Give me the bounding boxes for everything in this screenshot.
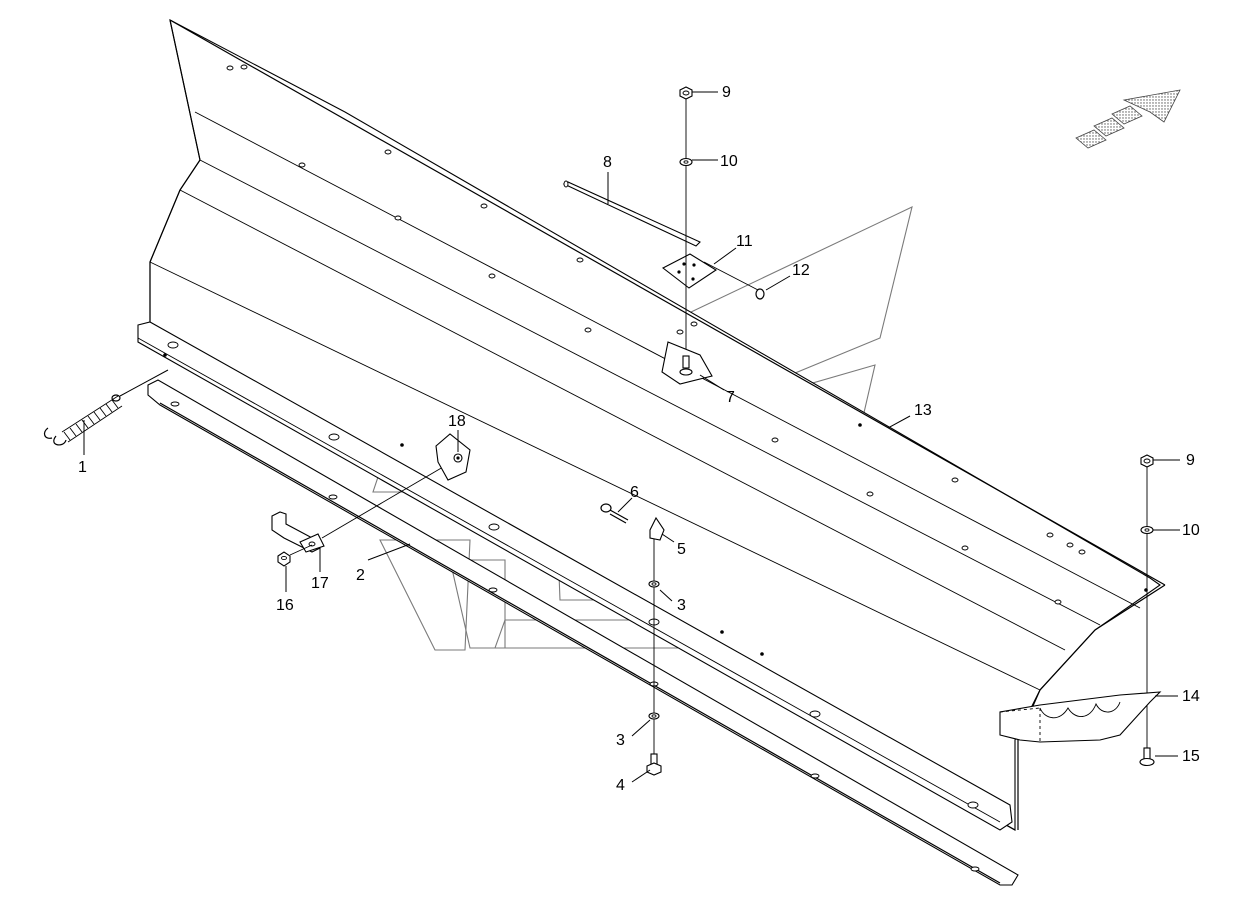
callout-3-upper: 3 — [677, 597, 686, 614]
center-fastener-stack — [600, 503, 665, 776]
hood-panel — [137, 18, 1166, 831]
callout-1: 1 — [78, 459, 87, 476]
eye-bolt — [600, 503, 629, 524]
hinge-pin — [562, 180, 701, 247]
callout-2: 2 — [356, 567, 365, 584]
callout-15: 15 — [1182, 748, 1200, 765]
callout-14: 14 — [1182, 688, 1200, 705]
callout-4: 4 — [616, 777, 625, 794]
callout-8: 8 — [603, 154, 612, 171]
leader-lines — [83, 91, 1180, 783]
callout-9-top: 9 — [722, 84, 731, 101]
seal-strip — [147, 379, 1019, 886]
forward-direction-arrow-icon — [1075, 89, 1181, 149]
hinge-assembly — [562, 86, 765, 385]
hex-bolt — [646, 753, 662, 776]
callout-13: 13 — [914, 402, 932, 419]
callout-3-lower: 3 — [616, 732, 625, 749]
callout-10-right: 10 — [1182, 522, 1200, 539]
callout-5: 5 — [677, 541, 686, 558]
callout-11: 11 — [736, 233, 753, 250]
callout-labels: 1 2 3 3 4 5 6 7 8 9 9 10 10 11 12 13 14 … — [78, 84, 1200, 794]
side-bolt — [1139, 747, 1155, 767]
callout-17: 17 — [311, 575, 329, 592]
callout-18: 18 — [448, 413, 466, 430]
lock-nut-top — [679, 86, 693, 100]
callout-12: 12 — [792, 262, 810, 279]
mounting-bracket — [661, 341, 713, 385]
tension-spring — [43, 369, 169, 446]
callout-7: 7 — [726, 389, 735, 406]
handle-nut — [277, 544, 313, 567]
side-guard — [999, 691, 1162, 743]
spring-clip — [649, 516, 665, 541]
handle-bracket — [435, 433, 471, 481]
hinge-plate — [661, 253, 718, 289]
circlip — [755, 288, 765, 300]
callout-10-top: 10 — [720, 153, 738, 170]
callout-9-right: 9 — [1186, 452, 1195, 469]
callout-6: 6 — [630, 484, 639, 501]
callout-16: 16 — [276, 597, 294, 614]
